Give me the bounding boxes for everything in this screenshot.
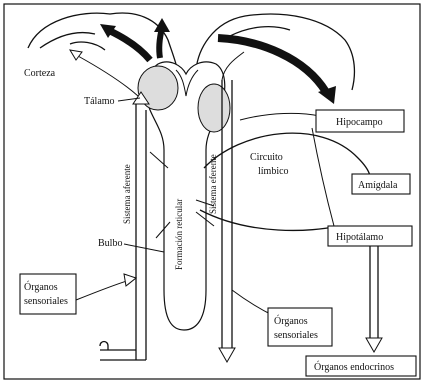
organos-left-to-afferent-head (124, 274, 136, 286)
text-organos-right-2: sensoriales (274, 330, 318, 341)
hipotalamo-to-endocrinos-head (366, 338, 382, 352)
hipocampo-to-hipotalamo (312, 128, 334, 226)
efferent-top (222, 52, 244, 80)
cortex-arrow-right (218, 38, 326, 92)
label-sistema-aferente: Sistema aferente (122, 164, 132, 224)
text-hipocampo: Hipocampo (336, 117, 383, 128)
efferent-arrowhead (219, 348, 235, 362)
organos-left-to-afferent (76, 280, 130, 300)
cortex-arrow-up (159, 28, 162, 58)
afferent-to-cortex (78, 56, 138, 96)
text-organos-right-1: Órganos (274, 315, 308, 327)
label-limbico: límbico (258, 166, 289, 177)
label-talamo: Tálamo (84, 96, 115, 107)
text-organos-left-1: Órganos (24, 281, 58, 293)
cortex-arrow-left (108, 30, 150, 60)
label-bulbo: Bulbo (98, 238, 122, 249)
box-organos-sensoriales-left (20, 274, 76, 314)
text-hipotalamo: Hipotálamo (336, 232, 383, 243)
afferent-bottom (100, 342, 146, 361)
text-organos-endocrinos: Órganos endocrinos (314, 361, 394, 373)
afferent-to-cortex-head (70, 50, 82, 60)
hipotalamo-to-endocrinos (370, 244, 378, 340)
label-sistema-eferente: Sistema eferente (208, 154, 218, 214)
cortex-right-inner (230, 27, 290, 36)
label-formacion-reticular: Formación reticular (174, 199, 184, 270)
text-amigdala: Amígdala (358, 180, 398, 191)
cortex-left-inner (40, 33, 105, 50)
cortex-left-outline (28, 13, 178, 72)
bulbo-pointer (124, 244, 164, 252)
limbic-circuit-upper (204, 133, 370, 186)
text-organos-left-2: sensoriales (24, 296, 68, 307)
afferent-path (136, 100, 146, 360)
label-corteza: Corteza (24, 68, 56, 79)
limbic-to-hipocampo (240, 113, 320, 120)
label-circuito: Circuito (250, 152, 283, 163)
thalamus-right-lobe (198, 84, 230, 132)
limbic-circuit-lower (200, 210, 338, 230)
